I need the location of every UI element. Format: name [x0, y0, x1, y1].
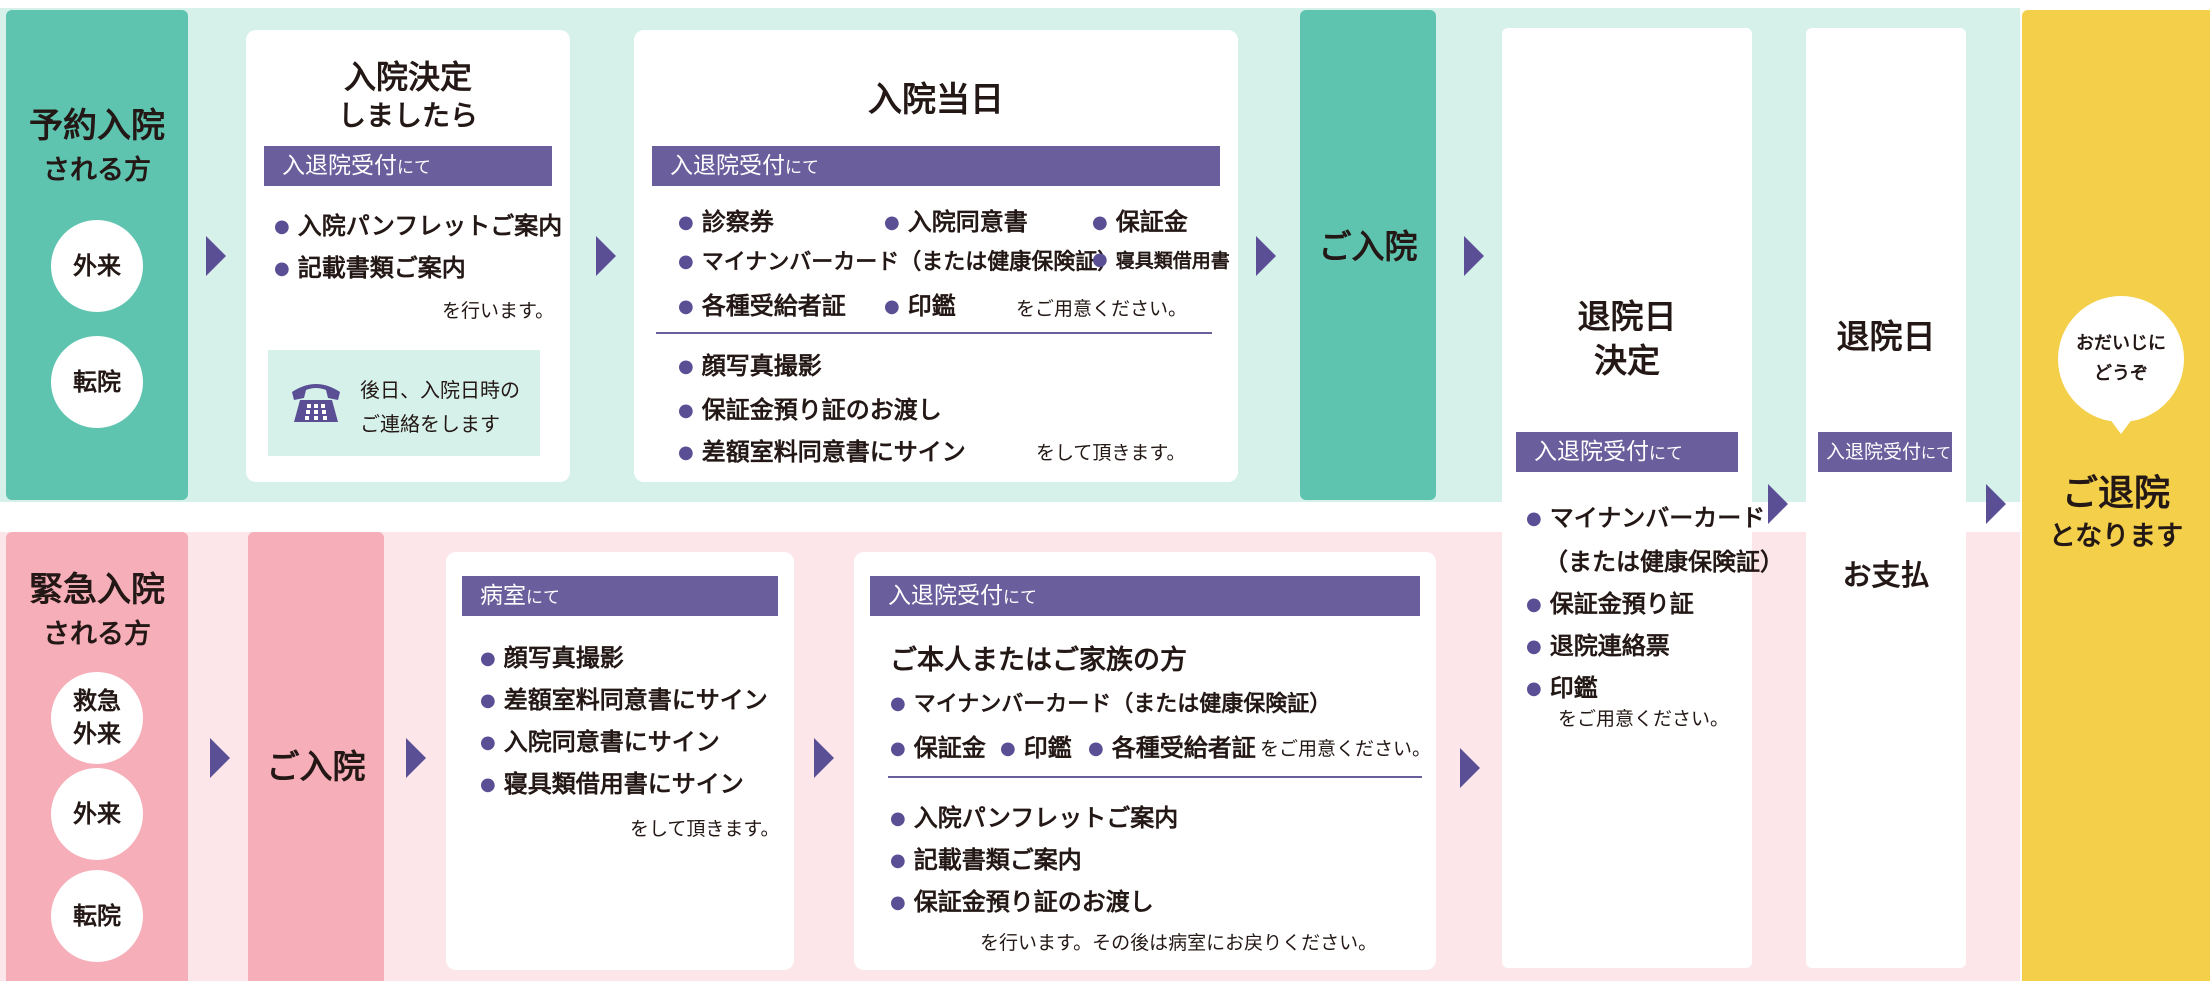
discharge-decision-note: をご用意ください。	[1558, 708, 1730, 730]
decided-note: を行います。	[442, 300, 555, 322]
list-item: マイナンバーカード	[1526, 498, 1766, 533]
outpatient-circle: 外来	[51, 768, 143, 860]
divider	[656, 332, 1212, 334]
speech-bubble: おだいじにどうぞ	[2058, 296, 2184, 422]
prepare-note: をご用意ください。	[1016, 298, 1188, 320]
transfer-circle: 転院	[51, 336, 143, 428]
emergency-outpatient-circle: 救急 外来	[51, 672, 143, 764]
do-note: を行います。その後は病室にお戻りください。	[980, 932, 1378, 954]
list-item: 入院同意書にサイン	[480, 722, 720, 757]
scheduled-subtitle: される方	[43, 155, 151, 186]
admission-bottom-title: ご入院	[266, 747, 366, 786]
list-item: 保証金預り証のお渡し	[890, 882, 1154, 917]
list-item: 入院パンフレットご案内	[274, 206, 562, 241]
arrow-right	[1460, 748, 1480, 788]
list-item: 印鑑	[1000, 728, 1072, 763]
list-item: 各種受給者証	[1088, 728, 1256, 763]
list-item: 保証金	[1092, 202, 1188, 237]
discharge-decision-subtitle: 決定	[1594, 341, 1660, 380]
admission-top-column: ご入院	[1300, 10, 1436, 500]
list-item: 診察券	[678, 202, 774, 237]
emergency-desk-card: 入退院受付にて ご本人またはご家族の方 マイナンバーカード（または健康保険証） …	[854, 552, 1436, 970]
decided-card: 入院決定 しましたら 入退院受付にて 入院パンフレットご案内 記載書類ご案内 を…	[246, 30, 570, 482]
final-title: ご退院	[2061, 473, 2170, 514]
admission-day-header: 入退院受付にて	[652, 146, 1220, 186]
emergency-subtitle: される方	[43, 619, 151, 650]
phone-notice: 後日、入院日時の ご連絡をします	[268, 350, 540, 456]
discharge-decision-card: 退院日 決定 入退院受付にて マイナンバーカード （または健康保険証） 保証金預…	[1502, 28, 1784, 968]
discharge-decision-title: 退院日	[1577, 297, 1677, 336]
list-item: 印鑑	[1526, 668, 1598, 703]
list-item-continued: （または健康保険証）	[1544, 548, 1784, 576]
list-item: 差額室料同意書にサイン	[678, 432, 966, 467]
ward-card: 病室にて 顔写真撮影 差額室料同意書にサイン 入院同意書にサイン 寝具類借用書に…	[446, 552, 794, 970]
list-item: 顔写真撮影	[678, 346, 822, 381]
list-item: 入院同意書	[884, 202, 1028, 237]
prepare-note: をご用意ください。	[1260, 738, 1432, 760]
speech-bubble-tail	[2109, 418, 2133, 434]
arrow-right	[1464, 236, 1484, 276]
ward-header: 病室にて	[462, 576, 778, 616]
decided-subtitle: しましたら	[337, 99, 478, 132]
list-item: 記載書類ご案内	[890, 840, 1082, 875]
admission-bottom-column: ご入院	[248, 532, 384, 981]
scheduled-title: 予約入院	[29, 106, 165, 146]
arrow-right	[596, 236, 616, 276]
admission-day-card: 入院当日 入退院受付にて 診察券 入院同意書 保証金 マイナンバーカード（または…	[634, 30, 1238, 482]
list-item: 寝具類借用書にサイン	[480, 764, 744, 799]
arrow-right	[814, 738, 834, 778]
arrow-right	[1256, 236, 1276, 276]
payment-label: お支払	[1842, 558, 1930, 592]
divider	[888, 776, 1422, 778]
phone-text-2: ご連絡をします	[360, 412, 500, 436]
arrow-right	[206, 236, 226, 276]
list-item: 保証金	[890, 728, 986, 763]
list-item: 入院パンフレットご案内	[890, 798, 1178, 833]
admission-top-title: ご入院	[1318, 227, 1418, 266]
emergency-desk-subtitle: ご本人またはご家族の方	[890, 645, 1187, 676]
emergency-desk-header: 入退院受付にて	[870, 576, 1420, 616]
emergency-title: 緊急入院	[29, 570, 165, 610]
final-subtitle: となります	[2048, 521, 2184, 552]
list-item: マイナンバーカード（または健康保険証）	[678, 244, 1120, 276]
list-item: 保証金預り証のお渡し	[678, 390, 942, 425]
list-item: 退院連絡票	[1526, 626, 1670, 661]
phone-text-1: 後日、入院日時の	[360, 378, 520, 402]
telephone-icon	[288, 376, 344, 426]
arrow-right	[210, 738, 230, 778]
list-item: マイナンバーカード（または健康保険証）	[890, 686, 1332, 718]
list-item: 印鑑	[884, 286, 956, 321]
admission-day-title: 入院当日	[868, 80, 1004, 120]
decided-title: 入院決定	[343, 58, 472, 96]
list-item: 保証金預り証	[1526, 584, 1694, 619]
list-item: 各種受給者証	[678, 286, 846, 321]
scheduled-column: 予約入院 される方 外来 転院	[6, 10, 188, 500]
list-item: 寝具類借用書	[1092, 246, 1230, 273]
discharge-day-card: 退院日 入退院受付にて お支払	[1806, 28, 1966, 968]
discharge-decision-header: 入退院受付にて	[1516, 432, 1738, 472]
decided-header: 入退院受付にて	[264, 146, 552, 186]
do-note: をして頂きます。	[1036, 442, 1186, 464]
arrow-right	[1986, 484, 2006, 524]
discharge-day-title: 退院日	[1836, 317, 1936, 356]
outpatient-circle: 外来	[51, 220, 143, 312]
ward-note: をして頂きます。	[630, 818, 780, 840]
transfer-circle: 転院	[51, 870, 143, 962]
list-item: 記載書類ご案内	[274, 248, 466, 283]
final-column: おだいじにどうぞ ご退院 となります	[2022, 10, 2210, 981]
list-item: 顔写真撮影	[480, 638, 624, 673]
discharge-day-header: 入退院受付にて	[1818, 432, 1952, 472]
arrow-right	[1768, 484, 1788, 524]
arrow-right	[406, 738, 426, 778]
list-item: 差額室料同意書にサイン	[480, 680, 768, 715]
emergency-column: 緊急入院 される方 救急 外来 外来 転院	[6, 532, 188, 981]
